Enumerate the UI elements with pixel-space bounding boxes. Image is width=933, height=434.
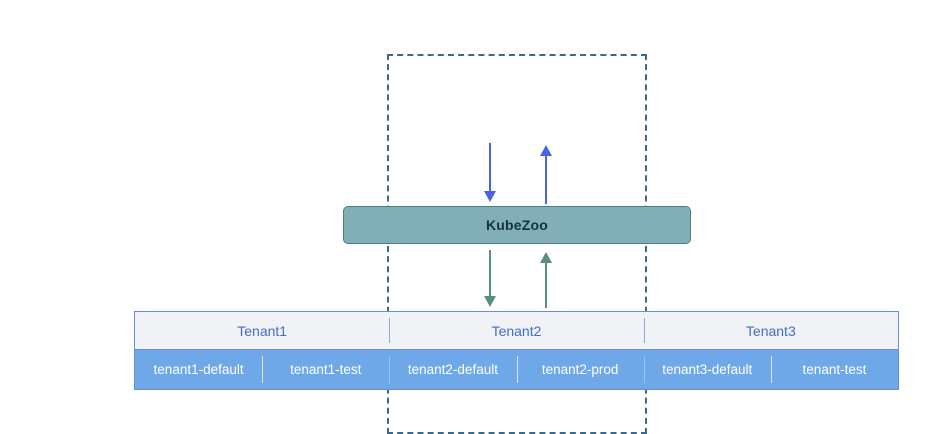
request-down-blue-arrow-head bbox=[484, 191, 496, 202]
namespace-tenant1-default: tenant1-default bbox=[135, 350, 262, 389]
tenant2-boundary-dashed-box bbox=[387, 54, 647, 434]
kubezoo-node: KubeZoo bbox=[343, 206, 691, 244]
tenant-header-row: Tenant1 Tenant2 Tenant3 bbox=[134, 311, 899, 349]
response-up-teal-arrow-head bbox=[540, 252, 552, 263]
tenant-strip: Tenant1 Tenant2 Tenant3 tenant1-default … bbox=[134, 311, 899, 390]
tenant2-label: Tenant2 bbox=[491, 322, 542, 339]
response-up-teal-arrow-line bbox=[545, 263, 547, 308]
namespace-label: tenant3-default bbox=[662, 362, 753, 377]
namespace-tenant2-prod: tenant2-prod bbox=[516, 350, 644, 389]
namespace-label: tenant1-default bbox=[153, 362, 244, 377]
namespace-tenant3-default: tenant3-default bbox=[643, 350, 771, 389]
tenant3-label: Tenant3 bbox=[745, 322, 796, 339]
namespace-label: tenant2-default bbox=[407, 362, 498, 377]
namespace-tenant-test: tenant-test bbox=[770, 350, 898, 389]
namespace-label: tenant2-prod bbox=[541, 362, 619, 377]
namespace-label: tenant1-test bbox=[290, 362, 362, 377]
namespace-row: tenant1-default tenant1-test tenant2-def… bbox=[134, 349, 899, 390]
response-up-blue-arrow-head bbox=[540, 145, 552, 156]
tenant1-label: Tenant1 bbox=[237, 322, 288, 339]
request-down-teal-arrow-line bbox=[489, 250, 491, 298]
response-up-blue-arrow-line bbox=[545, 156, 547, 204]
namespace-label: tenant-test bbox=[802, 362, 867, 377]
tenant-header-tenant2: Tenant2 bbox=[389, 312, 643, 349]
namespace-tenant1-test: tenant1-test bbox=[262, 350, 389, 389]
request-down-blue-arrow-line bbox=[489, 143, 491, 193]
request-down-teal-arrow-head bbox=[484, 296, 496, 307]
tenant-header-tenant1: Tenant1 bbox=[135, 312, 389, 349]
tenant-header-tenant3: Tenant3 bbox=[643, 312, 898, 349]
namespace-tenant2-default: tenant2-default bbox=[389, 350, 516, 389]
kubezoo-label: KubeZoo bbox=[485, 217, 549, 233]
